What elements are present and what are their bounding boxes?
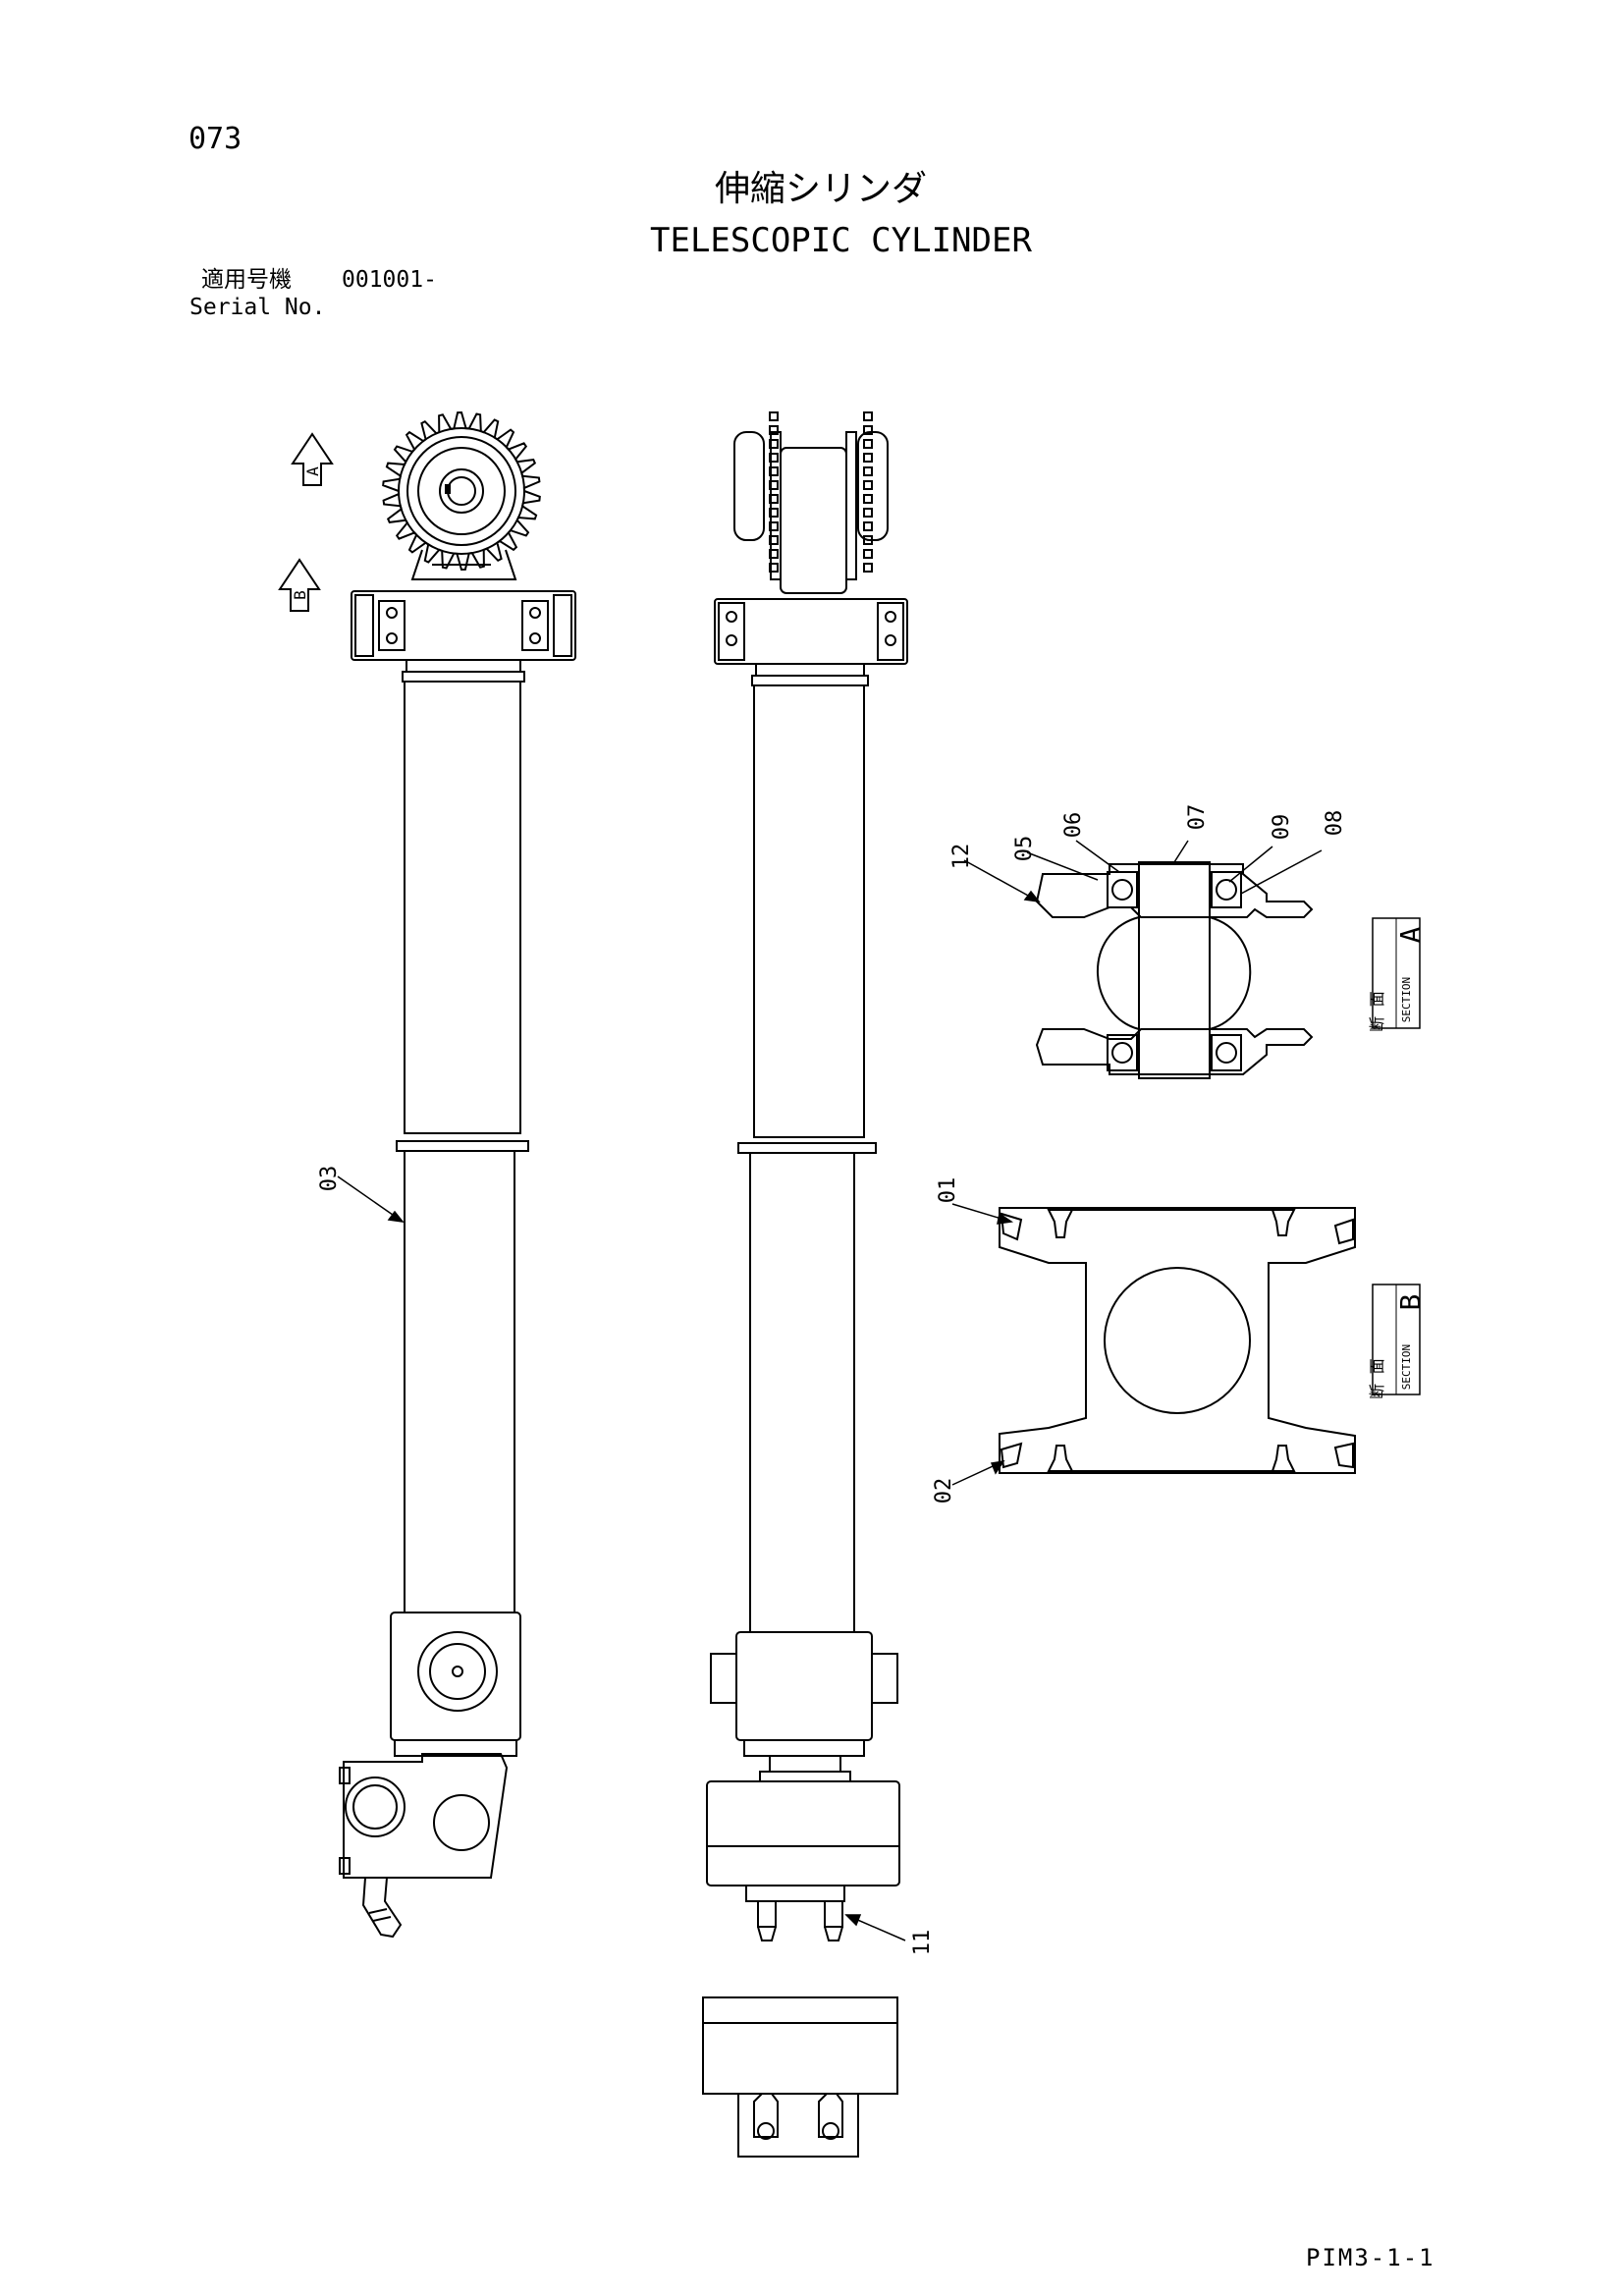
view-marker-a: A	[291, 432, 334, 486]
section-a-detail	[1035, 861, 1314, 1079]
callout-12: 12	[949, 844, 974, 870]
sprocket-tooth	[863, 453, 873, 463]
sprocket-tooth	[769, 411, 779, 421]
section-b-detail	[999, 1207, 1356, 1474]
sprocket-tooth	[863, 494, 873, 504]
sprocket-tooth	[863, 549, 873, 559]
section-a-kanji: 断 面	[1368, 991, 1386, 1032]
callout-08: 08	[1323, 810, 1347, 837]
valve-block-view	[702, 1996, 898, 2158]
section-b-kanji: 断 面	[1368, 1358, 1386, 1399]
leader-lines	[337, 840, 1323, 1941]
sprocket-tooth	[863, 466, 873, 476]
callout-05: 05	[1012, 836, 1037, 862]
sprocket-gear	[382, 410, 541, 572]
sprocket-tooth	[863, 439, 873, 449]
section-b-label: B 断 面 SECTION	[1368, 1284, 1427, 1399]
serial-value: 001001-	[342, 267, 437, 293]
section-b-word: SECTION	[1400, 1344, 1413, 1390]
section-a-label: A 断 面 SECTION	[1368, 917, 1427, 1032]
section-a-word: SECTION	[1400, 977, 1413, 1022]
view-marker-b-label: B	[291, 590, 309, 600]
sprocket-tooth	[863, 535, 873, 545]
footer-code: PIM3-1-1	[1306, 2244, 1435, 2271]
sprocket-tooth	[863, 563, 873, 573]
sprocket-tooth	[863, 411, 873, 421]
sprocket-tooth	[863, 425, 873, 435]
serial-label-japanese: 適用号機	[201, 267, 292, 293]
sprocket-tooth	[863, 480, 873, 490]
part-callouts: 03 12 05 06 07 09 08 01 02 11	[317, 804, 1347, 1956]
title-japanese: 伸縮シリンダ	[715, 169, 928, 209]
callout-11: 11	[910, 1930, 935, 1956]
cylinder-front-view	[706, 411, 908, 1941]
callout-09: 09	[1270, 814, 1294, 841]
view-marker-a-label: A	[303, 466, 322, 476]
page-number: 073	[189, 122, 243, 156]
section-b-letter: B	[1394, 1294, 1427, 1311]
title-english: TELESCOPIC CYLINDER	[650, 221, 1032, 260]
cylinder-left-view	[339, 410, 576, 1939]
callout-07: 07	[1185, 804, 1210, 831]
serial-label-english: Serial No.	[189, 295, 326, 320]
view-marker-b: B	[278, 558, 321, 612]
callout-03: 03	[317, 1166, 342, 1192]
sprocket-tooth	[863, 521, 873, 531]
sprocket-root-circle	[398, 427, 525, 555]
section-a-letter: A	[1394, 926, 1427, 943]
callout-01: 01	[936, 1177, 960, 1204]
callout-06: 06	[1061, 812, 1086, 839]
sprocket-tooth	[769, 425, 779, 435]
callout-02: 02	[932, 1478, 956, 1504]
sprocket-tooth	[863, 508, 873, 518]
